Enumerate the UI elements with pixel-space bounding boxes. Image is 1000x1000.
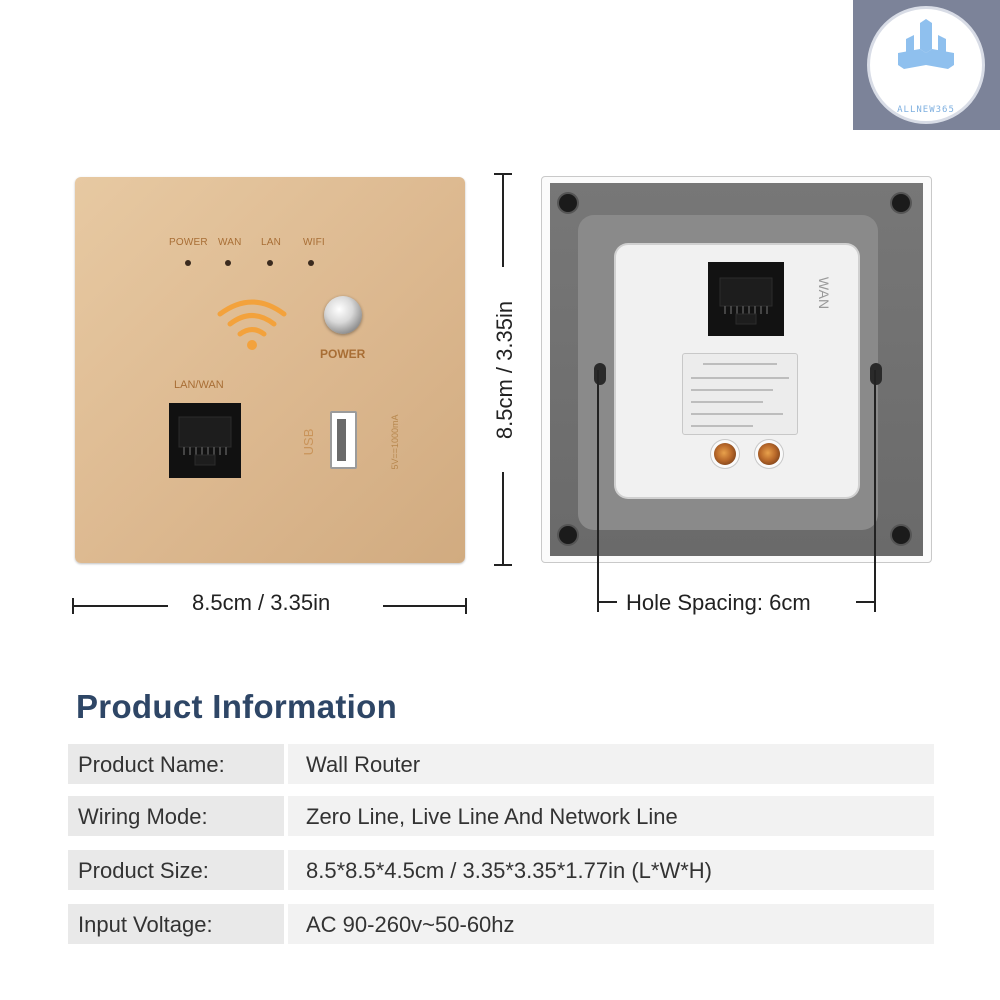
info-key: Product Size:	[78, 858, 209, 883]
info-key-cell: Product Name:	[68, 744, 284, 784]
led-label-wifi: WIFI	[303, 237, 325, 248]
mount-hole-left	[594, 363, 606, 385]
lan-wan-label: LAN/WAN	[174, 379, 224, 391]
dim-line-top	[502, 173, 504, 267]
info-value-cell: Wall Router	[288, 744, 934, 784]
wan-port-label: WAN	[816, 277, 832, 309]
led-wan	[225, 260, 231, 266]
info-key-cell: Input Voltage:	[68, 904, 284, 944]
info-value: AC 90-260v~50-60hz	[306, 912, 515, 937]
front-panel: POWER WAN LAN WIFI POWER LAN/WAN U	[75, 177, 465, 563]
info-value: Zero Line, Live Line And Network Line	[306, 804, 678, 829]
info-key: Input Voltage:	[78, 912, 213, 937]
terminal-neutral	[714, 443, 736, 465]
dim-tick-bottom	[494, 564, 512, 566]
usb-tongue	[337, 419, 346, 461]
usb-spec-label: 5V==1000mA	[390, 414, 400, 469]
screw-hole-icon	[892, 194, 910, 212]
width-dimension: 8.5cm / 3.35in	[192, 590, 331, 615]
info-value: 8.5*8.5*4.5cm / 3.35*3.35*1.77in (L*W*H)	[306, 858, 713, 883]
led-power	[185, 260, 191, 266]
back-view: WAN	[541, 176, 932, 563]
logo-disc: ALLNEW365	[867, 6, 985, 124]
dim-line-bottom	[502, 472, 504, 566]
info-value-cell: Zero Line, Live Line And Network Line	[288, 796, 934, 836]
info-key: Product Name:	[78, 752, 225, 777]
spec-label-plate	[682, 353, 798, 435]
ethernet-port[interactable]	[169, 403, 241, 478]
usb-spec-text: 5V==1000mA	[390, 414, 400, 469]
dim-tick-right	[465, 598, 467, 614]
label-lines	[691, 363, 789, 427]
screw-hole-icon	[559, 526, 577, 544]
info-row-product-size: Product Size: 8.5*8.5*4.5cm / 3.35*3.35*…	[68, 850, 934, 890]
info-row-input-voltage: Input Voltage: AC 90-260v~50-60hz	[68, 904, 934, 944]
led-lan	[267, 260, 273, 266]
usb-label: USB	[301, 429, 316, 456]
usb-logo-icon: USB	[301, 429, 316, 456]
power-label: POWER	[320, 347, 366, 361]
brand-logo: ALLNEW365	[853, 0, 1000, 130]
ethernet-jack-icon	[178, 416, 232, 466]
ethernet-jack-icon	[719, 277, 773, 325]
screw-hole-icon	[892, 526, 910, 544]
hole-spacing-tick-left	[597, 601, 617, 603]
info-row-product-name: Product Name: Wall Router	[68, 744, 934, 784]
screw-hole-icon	[559, 194, 577, 212]
height-dimension-text: 8.5cm / 3.35in	[492, 301, 517, 439]
info-key: Wiring Mode:	[78, 804, 208, 829]
height-dimension: 8.5cm / 3.35in	[492, 301, 517, 439]
cube-icon	[898, 19, 954, 69]
info-value: Wall Router	[306, 752, 421, 777]
product-info-title: Product Information	[76, 688, 398, 725]
led-label-power: POWER	[169, 237, 208, 248]
hole-spacing-line-right	[874, 370, 876, 612]
info-key-cell: Wiring Mode:	[68, 796, 284, 836]
usb-port[interactable]	[330, 411, 357, 469]
router-module: WAN	[616, 245, 858, 497]
info-row-wiring-mode: Wiring Mode: Zero Line, Live Line And Ne…	[68, 796, 934, 836]
hole-spacing-tick-right	[856, 601, 876, 603]
mount-hole-right	[870, 363, 882, 385]
dim-line-right	[383, 605, 467, 607]
logo-brand-text: ALLNEW365	[897, 105, 955, 115]
led-label-wan: WAN	[218, 237, 242, 248]
wifi-icon	[217, 299, 287, 350]
info-value-cell: 8.5*8.5*4.5cm / 3.35*3.35*1.77in (L*W*H)	[288, 850, 934, 890]
ethernet-port[interactable]	[708, 262, 784, 336]
power-button[interactable]	[324, 296, 362, 334]
info-key-cell: Product Size:	[68, 850, 284, 890]
led-wifi	[308, 260, 314, 266]
wan-label: WAN	[816, 277, 832, 309]
info-value-cell: AC 90-260v~50-60hz	[288, 904, 934, 944]
hole-spacing-text: Hole Spacing: 6cm	[626, 590, 811, 615]
dim-line-left	[72, 605, 168, 607]
led-label-lan: LAN	[261, 237, 282, 248]
hole-spacing-line-left	[597, 370, 599, 612]
terminal-live	[758, 443, 780, 465]
